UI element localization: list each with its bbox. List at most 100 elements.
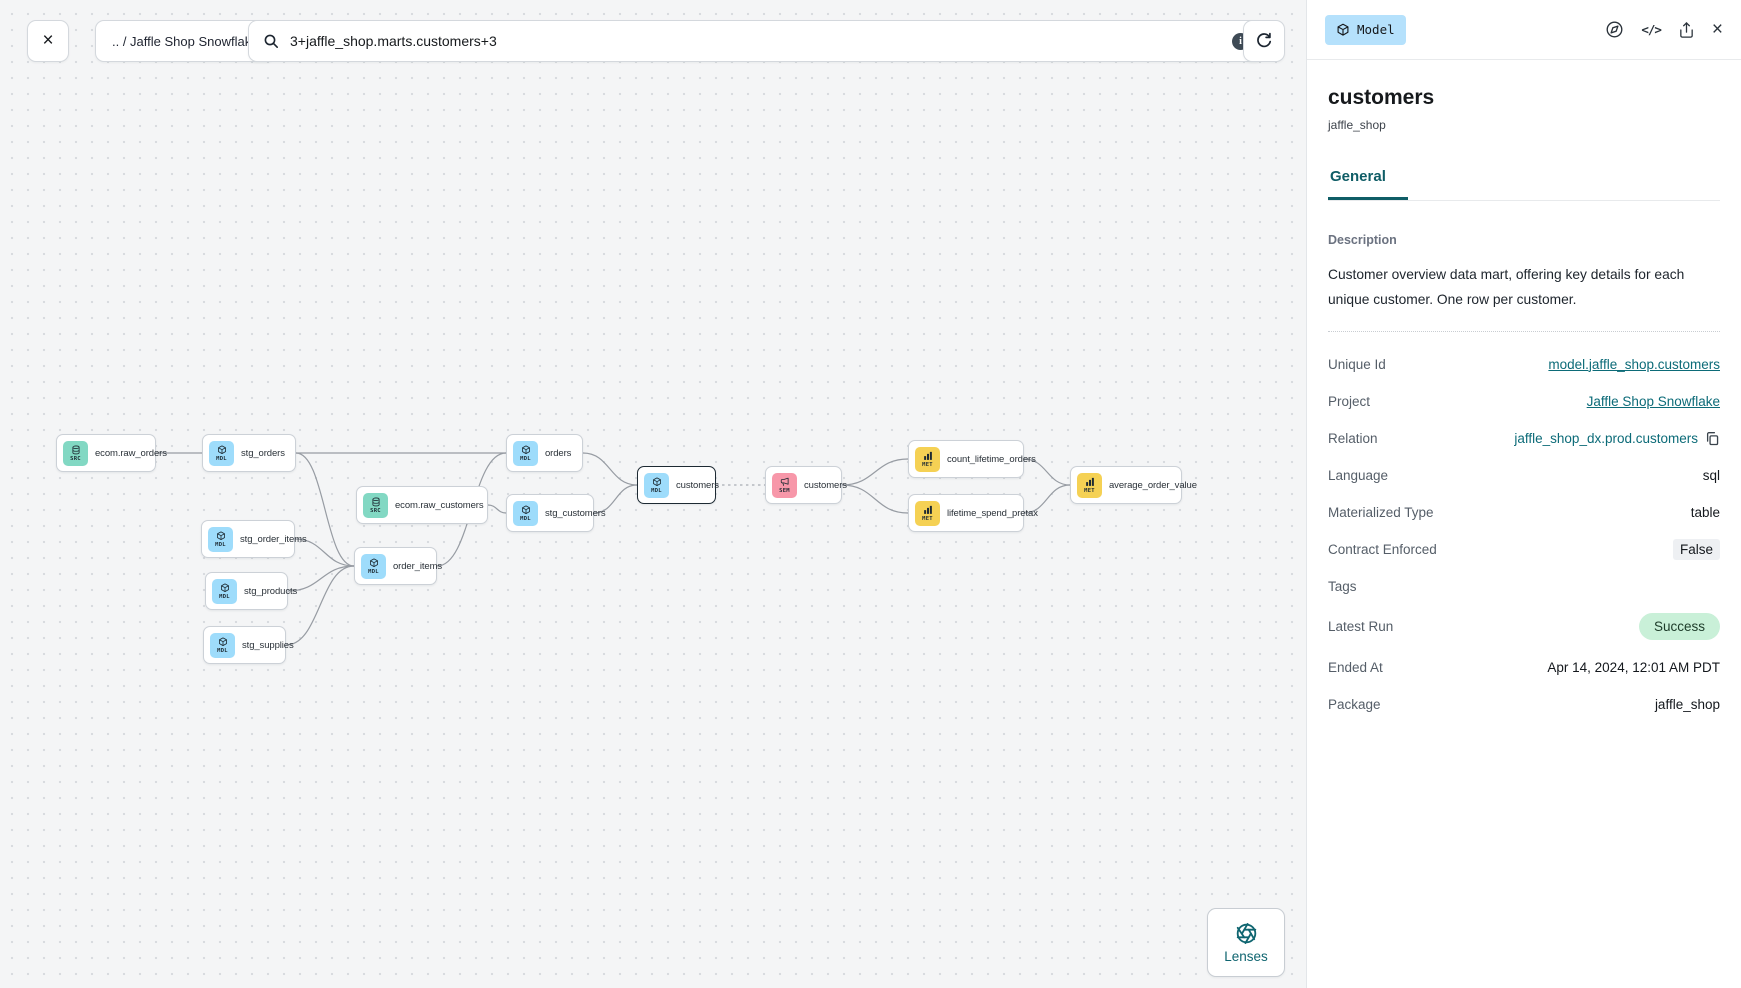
field-value: False	[1672, 538, 1720, 560]
node-label: order_items	[393, 560, 443, 572]
field-value: sql	[1703, 468, 1720, 483]
model-icon: MDL	[212, 578, 237, 604]
field-label: Relation	[1328, 430, 1378, 446]
description-heading: Description	[1328, 233, 1397, 247]
model-icon: MDL	[361, 553, 386, 579]
detail-field-row: Tags	[1328, 568, 1720, 605]
field-label: Materialized Type	[1328, 504, 1434, 520]
source-icon: SRC	[63, 440, 88, 466]
node-label: stg_customers	[545, 507, 606, 519]
node-label: stg_orders	[241, 447, 285, 459]
field-value: Success	[1638, 613, 1720, 641]
graph-node-lifetime_spend_pretax[interactable]: MET lifetime_spend_pretax	[908, 494, 1038, 532]
node-label: customers	[804, 479, 847, 491]
lineage-search: i	[248, 20, 1264, 62]
lineage-edge	[295, 452, 355, 567]
model-title: customers	[1328, 86, 1435, 109]
detail-field-row: Project Jaffle Shop Snowflake	[1328, 383, 1720, 420]
breadcrumb-label: .. / Jaffle Shop Snowflake	[112, 33, 259, 49]
node-label: ecom.raw_orders	[95, 447, 167, 459]
graph-node-orders[interactable]: MDL orders	[506, 434, 583, 472]
detail-field-row: Unique Id model.jaffle_shop.customers	[1328, 346, 1720, 383]
field-label: Language	[1328, 467, 1389, 483]
node-label: stg_order_items	[240, 533, 307, 545]
field-link[interactable]: model.jaffle_shop.customers	[1548, 356, 1720, 372]
lenses-label: Lenses	[1224, 948, 1268, 964]
tab-general[interactable]: General	[1328, 168, 1408, 200]
node-label: customers	[676, 479, 719, 491]
graph-node-raw_orders[interactable]: SRC ecom.raw_orders	[56, 434, 167, 472]
graph-node-customers[interactable]: MDL customers	[637, 466, 719, 504]
status-badge[interactable]: Success	[1638, 613, 1720, 641]
detail-field-row: Ended At Apr 14, 2024, 12:01 AM PDT	[1328, 649, 1720, 686]
field-label: Ended At	[1328, 659, 1383, 675]
lineage-edge	[841, 458, 909, 486]
view-code-icon[interactable]: </>	[1641, 22, 1662, 37]
node-label: orders	[545, 447, 572, 459]
field-list: Unique Id model.jaffle_shop.customers Pr…	[1328, 346, 1720, 723]
graph-node-stg_products[interactable]: MDL stg_products	[205, 572, 297, 610]
resource-type-badge: Model	[1325, 14, 1406, 45]
graph-node-stg_customers[interactable]: MDL stg_customers	[506, 494, 606, 532]
metric-icon: MET	[915, 446, 940, 472]
graph-node-order_items[interactable]: MDL order_items	[354, 547, 442, 585]
explore-lineage-icon[interactable]	[1605, 20, 1624, 39]
close-icon: ×	[42, 30, 54, 51]
graph-node-stg_order_items[interactable]: MDL stg_order_items	[201, 520, 307, 558]
field-link[interactable]: Jaffle Shop Snowflake	[1586, 393, 1720, 409]
model-icon: MDL	[208, 526, 233, 552]
breadcrumb[interactable]: .. / Jaffle Shop Snowflake	[95, 20, 276, 62]
graph-node-average_order_value[interactable]: MET average_order_value	[1070, 466, 1197, 504]
panel-header: Model </> ×	[1307, 0, 1741, 60]
field-label: Latest Run	[1328, 619, 1394, 635]
graph-node-stg_supplies[interactable]: MDL stg_supplies	[203, 626, 294, 664]
lineage-edge	[287, 565, 355, 592]
field-label: Project	[1328, 393, 1371, 409]
detail-field-row: Relation jaffle_shop_dx.prod.customers	[1328, 420, 1720, 457]
lineage-edge	[285, 565, 355, 646]
model-icon: MDL	[513, 500, 538, 526]
search-icon	[263, 33, 279, 49]
graph-node-stg_orders[interactable]: MDL stg_orders	[202, 434, 296, 472]
lineage-toolbar: × .. / Jaffle Shop Snowflake i	[0, 0, 1306, 80]
field-link[interactable]: jaffle_shop_dx.prod.customers	[1514, 430, 1698, 446]
panel-close-icon[interactable]: ×	[1711, 19, 1723, 40]
selector-input[interactable]	[288, 32, 1223, 50]
copy-icon[interactable]	[1705, 431, 1720, 446]
field-value: model.jaffle_shop.customers	[1548, 357, 1720, 372]
metric-icon: MET	[915, 500, 940, 526]
node-label: ecom.raw_customers	[395, 499, 484, 511]
source-icon: SRC	[363, 492, 388, 518]
graph-node-raw_customers[interactable]: SRC ecom.raw_customers	[356, 486, 488, 524]
graph-node-count_lifetime_orders[interactable]: MET count_lifetime_orders	[908, 440, 1036, 478]
share-icon[interactable]	[1678, 21, 1695, 39]
field-text-value: table	[1690, 504, 1720, 520]
field-label: Contract Enforced	[1328, 541, 1437, 557]
node-label: stg_products	[244, 585, 298, 597]
detail-field-row: Language sql	[1328, 457, 1720, 494]
metric-icon: MET	[1077, 472, 1102, 498]
resource-type-label: Model	[1357, 22, 1395, 37]
field-text-value: sql	[1702, 467, 1720, 483]
node-label: lifetime_spend_pretax	[947, 507, 1038, 519]
model-package-subtitle: jaffle_shop	[1328, 118, 1386, 132]
detail-field-row: Materialized Type table	[1328, 494, 1720, 531]
field-label: Unique Id	[1328, 356, 1386, 372]
dotted-divider	[1328, 330, 1720, 332]
lenses-button[interactable]: Lenses	[1207, 908, 1285, 977]
field-value: jaffle_shop	[1655, 697, 1720, 712]
lineage-canvas[interactable]: SRC ecom.raw_orders MDL stg_orders SRC e…	[0, 0, 1306, 988]
semantic-icon: SEM	[772, 472, 797, 498]
field-label: Package	[1328, 696, 1381, 712]
contract-badge: False	[1672, 538, 1720, 560]
detail-field-row: Latest Run Success	[1328, 605, 1720, 649]
field-value: jaffle_shop_dx.prod.customers	[1514, 431, 1720, 446]
lineage-close-button[interactable]: ×	[27, 20, 69, 62]
graph-node-customers_sem[interactable]: SEM customers	[765, 466, 847, 504]
model-icon: MDL	[644, 472, 669, 498]
details-panel: Model </> × customers jaffle_shop	[1306, 0, 1741, 988]
refresh-button[interactable]	[1243, 20, 1285, 62]
lineage-edge	[582, 452, 638, 486]
lineage-edge	[487, 504, 507, 514]
field-value: Jaffle Shop Snowflake	[1587, 394, 1720, 409]
